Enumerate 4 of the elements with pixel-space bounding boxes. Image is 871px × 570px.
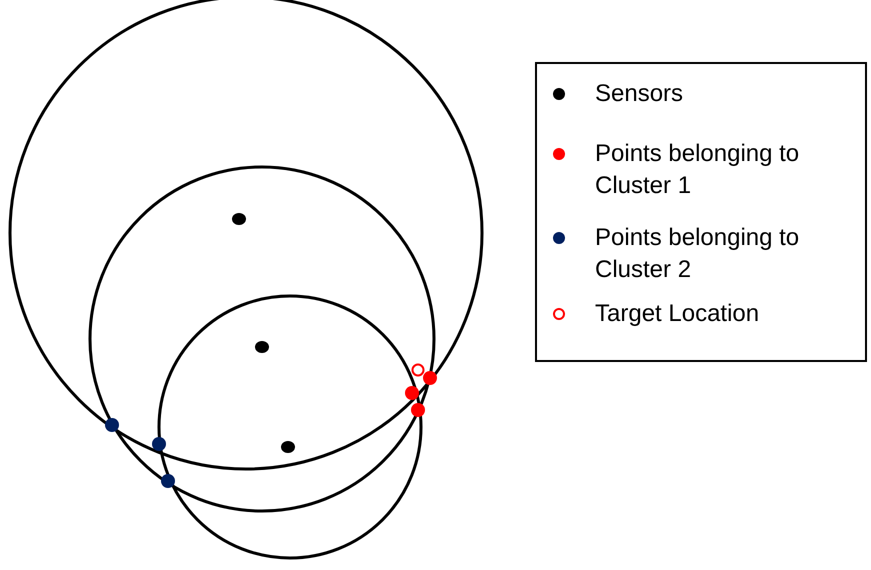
legend-label: Points belonging to Cluster 1 (595, 139, 800, 201)
legend-label: Target Location (595, 299, 760, 329)
legend-label: Points belonging to Cluster 2 (595, 223, 800, 285)
legend-label: Sensors (595, 79, 684, 109)
